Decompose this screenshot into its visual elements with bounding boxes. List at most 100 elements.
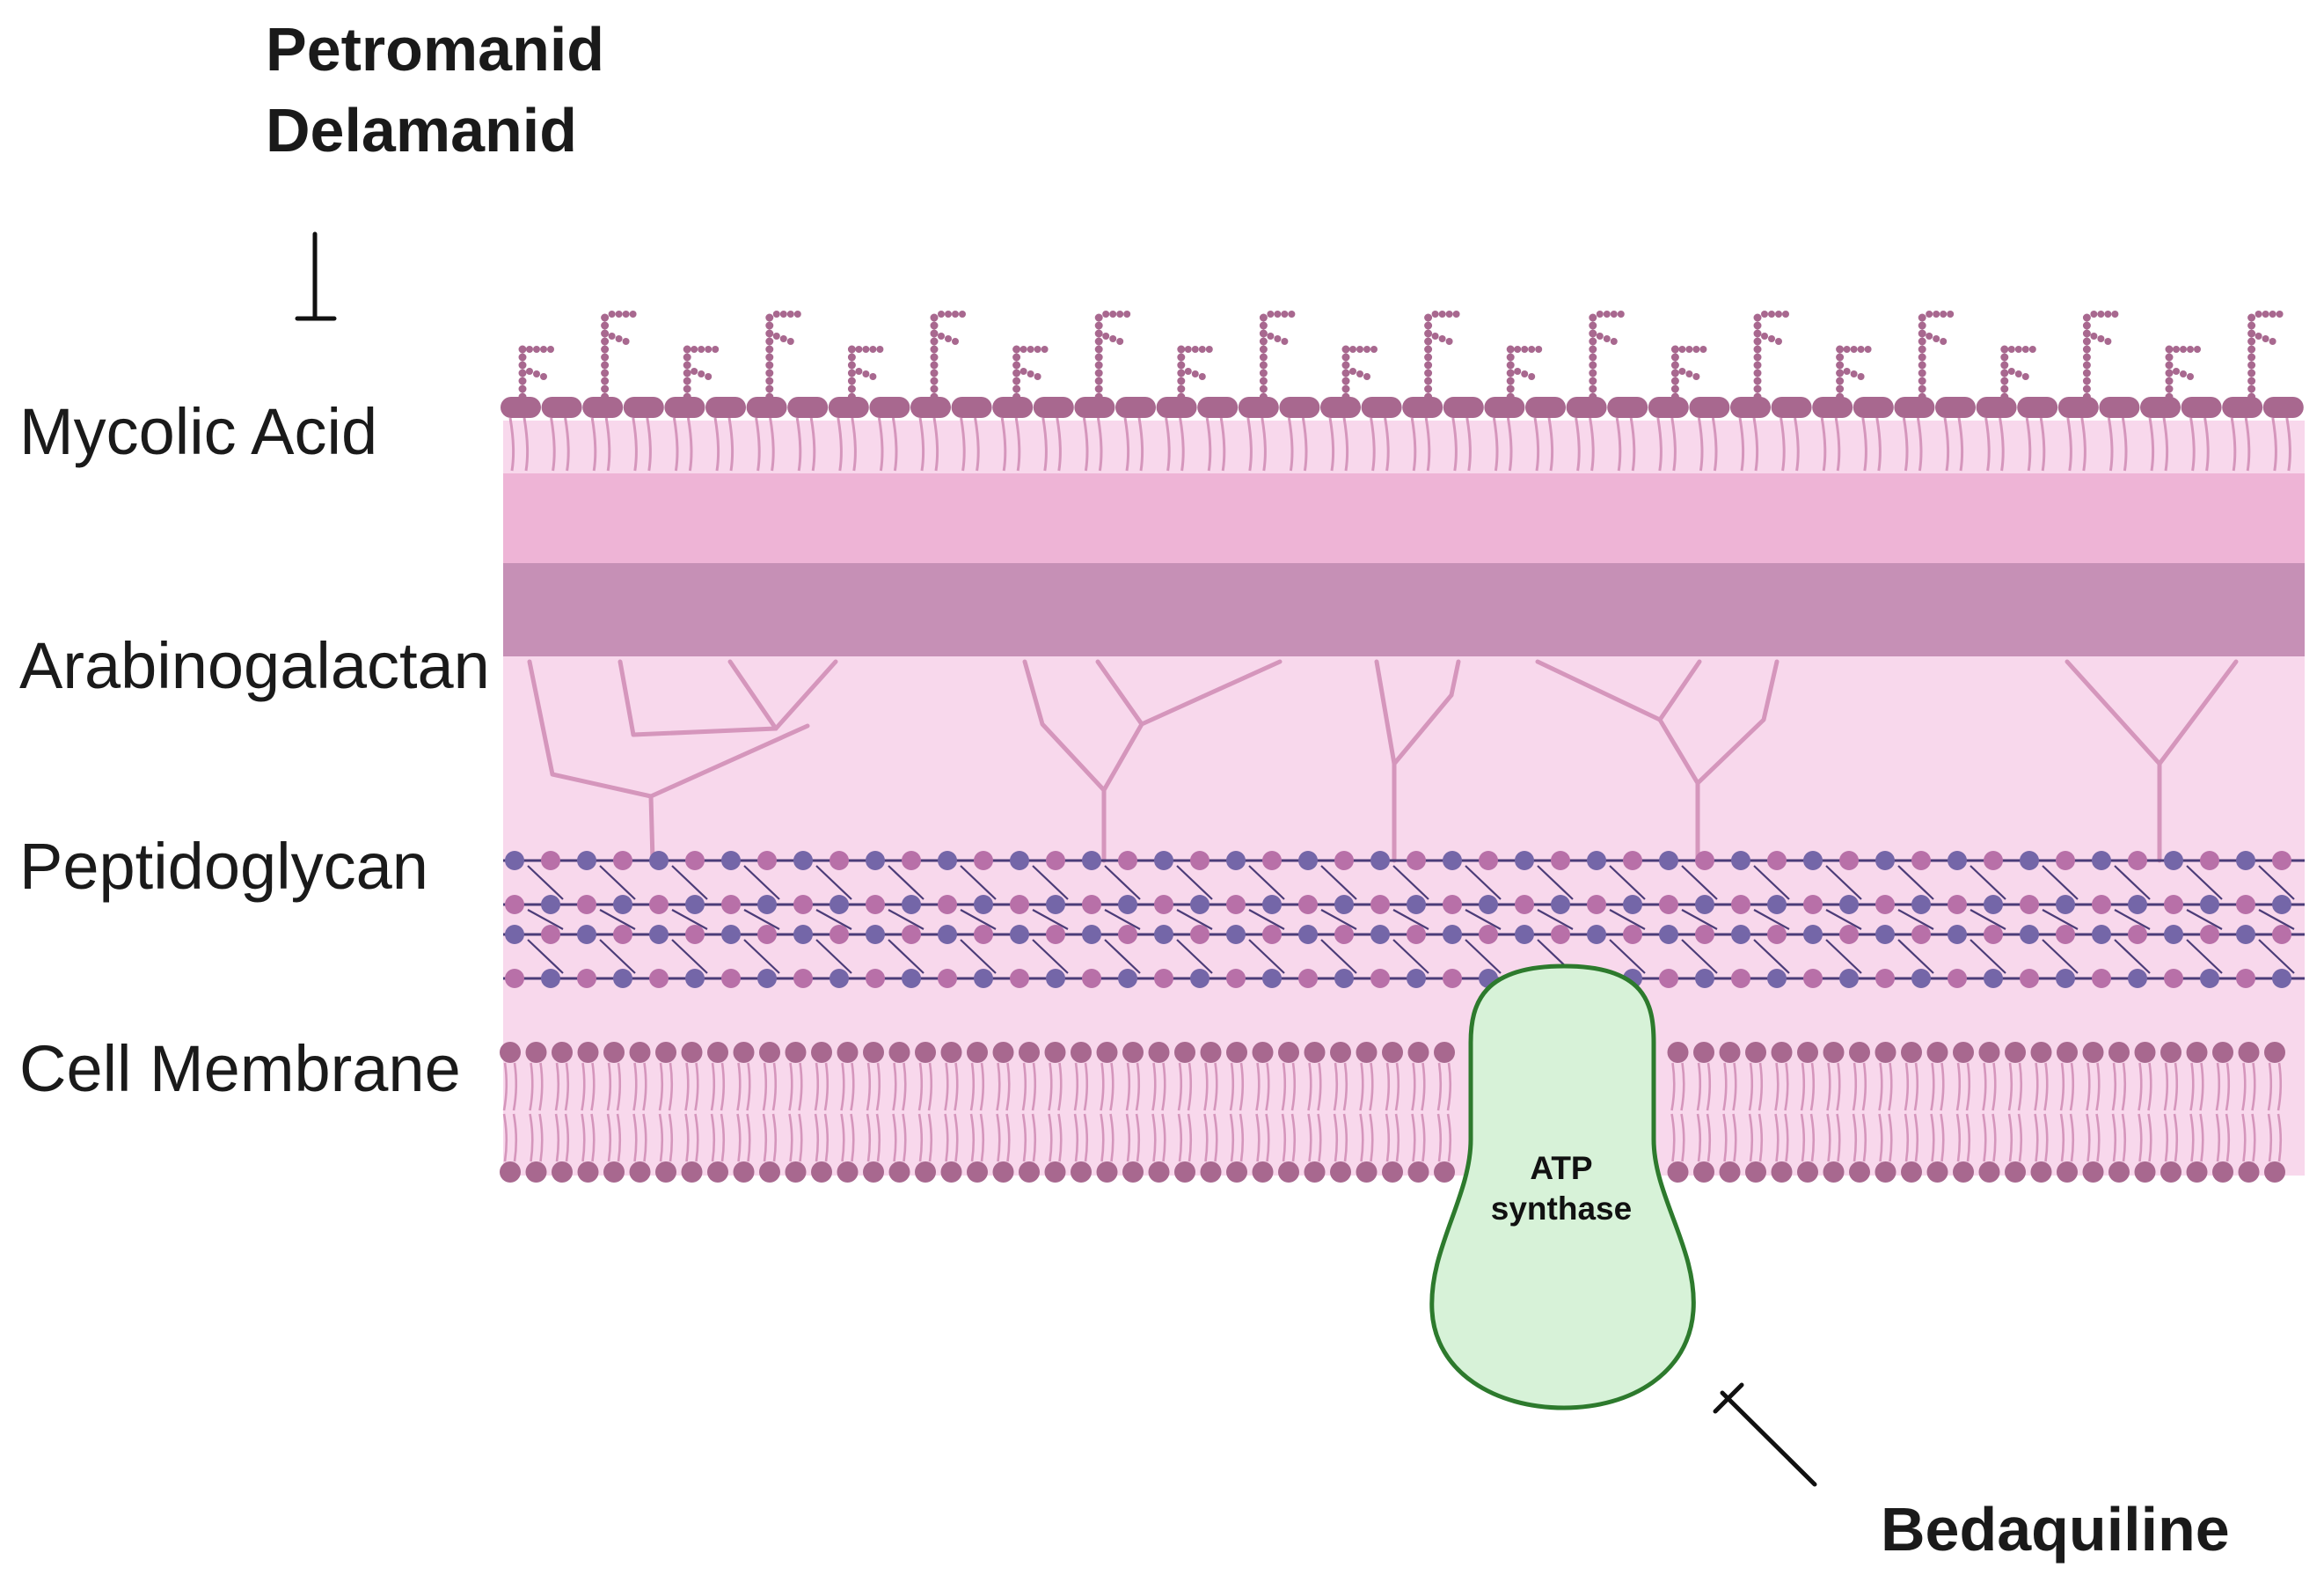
membrane-tail [1748, 1113, 1764, 1162]
membrane-head-inner [1693, 1161, 1714, 1183]
peptide-crosslink [527, 939, 564, 974]
chain-dot [1370, 346, 1378, 353]
membrane-head-inner [552, 1161, 573, 1183]
chain-dot [1521, 370, 1529, 377]
mycolic-head [2262, 397, 2304, 418]
membrane-head-inner [1407, 1161, 1429, 1183]
chain-dot [1947, 311, 1955, 318]
atp-synthase [1429, 963, 1696, 1410]
chain-dot [930, 361, 939, 370]
peptidoglycan-unit [541, 895, 560, 914]
mycolic-acid-chain [1094, 311, 1131, 401]
membrane-head-inner [1667, 1161, 1689, 1183]
mycolic-tail [918, 417, 939, 472]
chain-dot [2082, 377, 2091, 385]
chain-dot [1445, 311, 1453, 318]
membrane-tail [1904, 1113, 1919, 1162]
chain-dot [1692, 373, 1700, 380]
membrane-head-outer [1174, 1042, 1195, 1063]
membrane-tail [1359, 1113, 1374, 1162]
chain-dot [1274, 311, 1282, 318]
peptidoglycan-unit [1984, 925, 2003, 944]
peptidoglycan-unit [1551, 925, 1570, 944]
peptidoglycan-unit [1839, 851, 1859, 870]
membrane-tail [736, 1062, 751, 1111]
peptide-crosslink [1970, 865, 2006, 900]
peptidoglycan-unit [793, 969, 813, 988]
chain-dot [1198, 373, 1206, 380]
mycolic-acid-chain [1341, 345, 1378, 401]
chain-dot [952, 311, 959, 318]
peptide-crosslink [1537, 909, 1574, 930]
mycolic-acid-chain [2082, 311, 2119, 401]
chain-dot [1094, 369, 1103, 377]
mycolic-tail [1820, 417, 1841, 472]
peptide-crosslink [1176, 939, 1213, 974]
chain-dot [1933, 335, 1940, 342]
peptidoglycan-unit [1731, 969, 1750, 988]
peptide-crosslink [2186, 939, 2223, 974]
chain-dot [1341, 353, 1350, 362]
membrane-head-inner [1330, 1161, 1351, 1183]
membrane-head-inner [1875, 1161, 1896, 1183]
peptide-crosslink [743, 865, 780, 900]
peptide-crosslink [2258, 865, 2295, 900]
chain-dot [855, 346, 863, 353]
peptidoglycan-unit [1875, 895, 1895, 914]
peptidoglycan-unit [1154, 851, 1173, 870]
membrane-head-outer [1071, 1042, 1092, 1063]
chain-dot [1506, 361, 1515, 370]
peptide-crosslink [1753, 939, 1790, 974]
chain-dot [1094, 337, 1103, 346]
chain-dot [518, 361, 527, 370]
peptidoglycan-unit [1803, 851, 1823, 870]
membrane-tail [1229, 1113, 1245, 1162]
membrane-head-outer [1096, 1042, 1118, 1063]
mycolic-head [1238, 397, 1279, 418]
chain-dot [2247, 321, 2256, 330]
membrane-head-outer [1252, 1042, 1274, 1063]
membrane-tail [1021, 1113, 1037, 1162]
mycolic-tail [877, 417, 898, 472]
membrane-tail [866, 1062, 881, 1111]
membrane-tail [1904, 1062, 1919, 1111]
peptidoglycan-unit [1587, 851, 1606, 870]
chain-dot [1836, 361, 1845, 370]
peptidoglycan-unit [2056, 925, 2075, 944]
peptidoglycan-unit [866, 851, 885, 870]
peptidoglycan-unit [1695, 851, 1714, 870]
chain-dot [1761, 333, 1768, 340]
membrane-head-inner [1901, 1161, 1922, 1183]
membrane-tail [1955, 1113, 1971, 1162]
membrane-head-outer [2186, 1042, 2208, 1063]
chain-dot [2097, 311, 2105, 318]
chain-dot [1775, 338, 1782, 345]
chain-dot [1589, 377, 1597, 385]
membrane-tail [892, 1113, 907, 1162]
peptidoglycan-unit [577, 969, 596, 988]
peptidoglycan-unit [829, 969, 849, 988]
chain-dot [518, 377, 527, 385]
chain-dot [1753, 321, 1762, 330]
chain-dot [683, 377, 691, 385]
mycolic-tail [2066, 417, 2086, 472]
membrane-tail [1333, 1113, 1348, 1162]
chain-dot [691, 368, 698, 375]
membrane-head-inner [2238, 1161, 2260, 1183]
chain-dot [1424, 329, 1433, 338]
chain-dot [1836, 345, 1845, 354]
chain-dot [2082, 385, 2091, 393]
mycolic-tail [1943, 417, 1964, 472]
chain-dot [2247, 385, 2256, 393]
peptidoglycan-unit [1443, 925, 1462, 944]
mycolic-region-bg [503, 421, 2305, 473]
peptidoglycan-unit [2272, 895, 2291, 914]
membrane-head-outer [1667, 1042, 1689, 1063]
peptidoglycan-unit [2128, 895, 2147, 914]
chain-dot [1177, 353, 1186, 362]
chain-dot [1918, 353, 1926, 362]
peptide-crosslink [2042, 865, 2079, 900]
mycolic-tail [1410, 417, 1431, 472]
peptidoglycan-unit [1731, 925, 1750, 944]
peptidoglycan-unit [2056, 895, 2075, 914]
